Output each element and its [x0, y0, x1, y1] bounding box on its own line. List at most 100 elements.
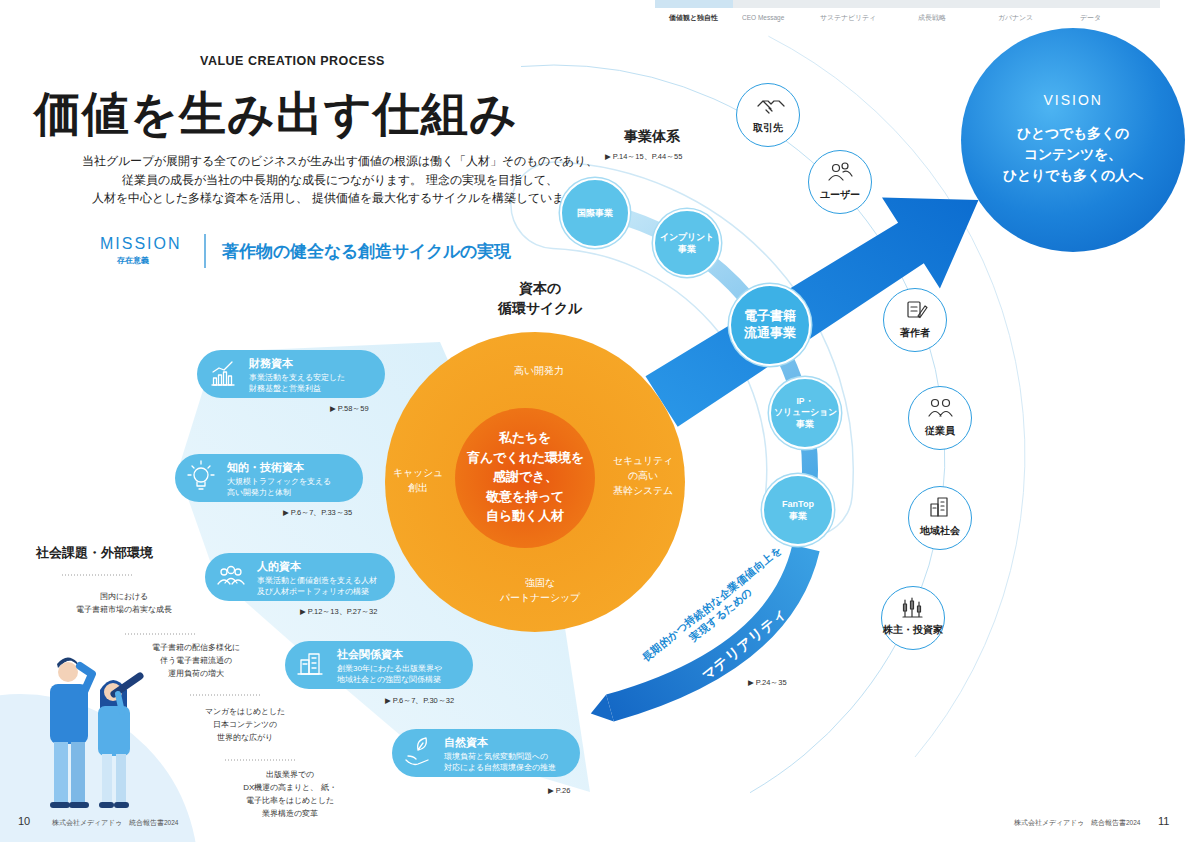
stakeholder-circle: 従業員 [908, 386, 972, 450]
cycle-segment-text: セキュリティ の高い 基幹システム [611, 453, 675, 498]
stakeholder-text: 著作者 [900, 326, 930, 339]
nav-tab: データ [1080, 13, 1101, 22]
capital-description: 事業活動を支える安定した 財務基盤と営業利益 [249, 372, 349, 394]
capital-pill: 人的資本事業活動と価値創造を支える人材 及び人材ポートフォリオの構築 [205, 553, 395, 601]
capital-description: 事業活動と価値創造を支える人材 及び人材ポートフォリオの構築 [257, 575, 381, 597]
page-reference: ▶ P.58～59 [330, 404, 369, 414]
cycle-segment: 高い開発力 [514, 363, 564, 378]
cycle-segment-text: 強固な パートナーシップ [498, 575, 582, 605]
people-illustration [98, 706, 130, 756]
stakeholder-circle: 株主・投資家 [881, 586, 945, 650]
business-circle: FanTop 事業 [762, 474, 834, 546]
people-illustration [116, 754, 126, 804]
section-heading: 社会課題・外部環境 [36, 545, 153, 562]
people-illustration [99, 802, 114, 808]
page-reference: ▶ P.14～15、P.44～55 [605, 152, 682, 162]
people-illustration [57, 657, 79, 668]
capital-title: 社会関係資本 [337, 647, 403, 662]
page-number: 10 [18, 814, 30, 829]
section-kicker: VALUE CREATION PROCESS [200, 53, 385, 70]
people-illustration [54, 742, 68, 804]
footer-text: 株式会社メディアドゥ 統合報告書2024 [52, 818, 178, 827]
stakeholder-text: 株主・投資家 [883, 623, 943, 636]
stakeholder-circle: 地域社会 [908, 486, 972, 550]
mission-divider [204, 234, 205, 268]
stakeholder-circle: ユーザー [808, 150, 872, 214]
business-circle: 国際事業 [560, 178, 630, 248]
page-reference: ▶ P.24～35 [748, 678, 787, 688]
business-text: IP・ ソリューション 事業 [772, 396, 839, 431]
people-illustration [58, 662, 78, 682]
business-circle: IP・ ソリューション 事業 [769, 377, 841, 449]
dotted-separator [62, 575, 132, 576]
cycle-segment-text: 高い開発力 [514, 363, 564, 378]
nav-tab: 成長戦略 [918, 13, 946, 22]
vision-label: VISION [1044, 91, 1103, 110]
capital-pill: 財務資本事業活動を支える安定した 財務基盤と営業利益 [197, 350, 385, 398]
capital-title: 人的資本 [257, 559, 301, 574]
stakeholder-text: 地域社会 [920, 524, 960, 537]
issue-text: 国内における 電子書籍市場の着実な成長 [74, 590, 174, 616]
page-reference: ▶ P.26 [548, 786, 570, 796]
nav-bar-active [655, 0, 733, 8]
dotted-separator [190, 695, 262, 696]
capital-pill: 社会関係資本創業30年にわたる出版業界や 地域社会との強固な関係構築 [285, 641, 473, 689]
capital-cycle-circle: 資本の 循環サイクル高い開発力セキュリティ の高い 基幹システム強固な パートナ… [385, 332, 685, 632]
cycle-heading: 資本の 循環サイクル [496, 278, 584, 318]
nav-tab: サステナビリティ [820, 13, 876, 22]
stakeholder-text: 取引先 [753, 121, 783, 134]
vision-text: ひとつでも多くの コンテンツを、 ひとりでも多くの人へ [1001, 123, 1145, 186]
stakeholder-circle: 著作者 [883, 288, 947, 352]
page-reference: ▶ P.6～7、P.33～35 [283, 508, 352, 518]
business-text: 電子書籍 流通事業 [742, 308, 798, 342]
capital-pill: 知的・技術資本大規模トラフィックを支える 高い開発力と体制 [175, 454, 363, 502]
section-heading: 事業体系 [624, 127, 680, 146]
capital-description: 創業30年にわたる出版業界や 地域社会との強固な関係構築 [337, 663, 446, 685]
nav-bar [655, 0, 1160, 8]
issue-text: マンガをはじめとした 日本コンテンツの 世界的な広がり [203, 705, 287, 744]
mission-sub: 存在意義 [117, 256, 149, 266]
capital-title: 財務資本 [249, 356, 293, 371]
page-title: 価値を生み出す仕組み [34, 82, 518, 145]
capital-description: 大規模トラフィックを支える 高い開発力と体制 [227, 476, 335, 498]
vision-circle: VISION ひとつでも多くの コンテンツを、 ひとりでも多くの人へ [961, 28, 1185, 252]
cycle-segment: キャッシュ 創出 [391, 465, 445, 495]
stakeholder-circle: 取引先 [736, 83, 800, 147]
dotted-separator [225, 760, 295, 761]
people-illustration [0, 694, 198, 842]
footer-text: 株式会社メディアドゥ 統合報告書2024 [1014, 818, 1140, 827]
people-illustration [80, 666, 92, 692]
mission-text: 著作物の健全なる創造サイクルの実現 [222, 240, 511, 263]
business-circle: インプリント 事業 [653, 209, 721, 277]
materiality-band-tip [591, 695, 614, 722]
stakeholder-text: ユーザー [820, 188, 860, 201]
nav-tab: CEO Message [742, 13, 784, 22]
people-illustration [118, 694, 122, 712]
core-talent-circle: 私たちを 育んでくれた環境を 感謝でき、 敬意を持って 自ら動く人材 [455, 408, 595, 548]
page-number: 11 [1158, 814, 1169, 829]
capital-pill: 自然資本環境負荷と気候変動問題への 対応による自然環境保全の推進 [392, 729, 580, 777]
people-illustration [50, 802, 70, 808]
page-reference: ▶ P.6～7、P.30～32 [385, 696, 454, 706]
people-illustration [114, 802, 129, 808]
mission-label: MISSION [100, 233, 182, 255]
dotted-separator [125, 634, 195, 635]
capital-title: 自然資本 [444, 735, 488, 750]
nav-tab: ガバナンス [998, 13, 1033, 22]
capital-title: 知的・技術資本 [227, 460, 304, 475]
business-text: インプリント 事業 [658, 231, 716, 255]
core-talent-text: 私たちを 育んでくれた環境を 感謝でき、 敬意を持って 自ら動く人材 [465, 429, 586, 527]
business-text: FanTop 事業 [780, 498, 816, 522]
page-reference: ▶ P.12～13、P.27～32 [300, 607, 377, 617]
capital-description: 環境負荷と気候変動問題への 対応による自然環境保全の推進 [444, 751, 560, 773]
business-circle: 電子書籍 流通事業 [729, 284, 811, 366]
issue-text: 出版業界での DX機運の高まりと、 紙・電子比率をはじめとした 業界構造の変革 [236, 768, 344, 820]
cycle-segment: セキュリティ の高い 基幹システム [611, 453, 675, 498]
cycle-segment: 強固な パートナーシップ [498, 575, 582, 605]
issue-text: 電子書籍の配信多様化に 伴う電子書籍流通の 運用負荷の増大 [150, 641, 242, 680]
stakeholder-text: 従業員 [925, 424, 955, 437]
people-illustration [69, 802, 89, 808]
people-illustration [71, 742, 85, 804]
cycle-segment-text: キャッシュ 創出 [391, 465, 445, 495]
